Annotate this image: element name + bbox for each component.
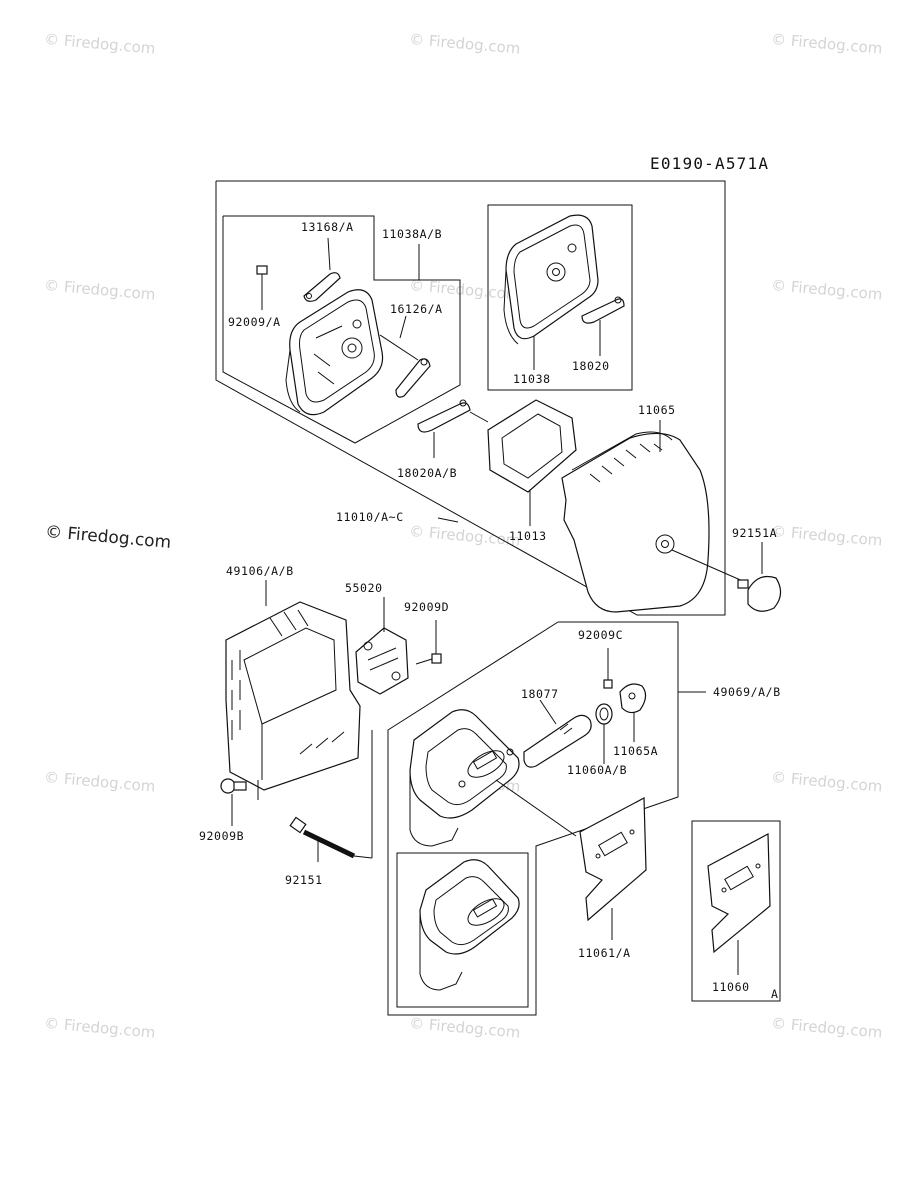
part-label-18077: 18077 (521, 687, 559, 701)
part-label-11013: 11013 (509, 529, 547, 543)
cover-alt-frame (487, 204, 633, 391)
gasket-11060-part (707, 833, 771, 975)
part-label-92009b: 92009B (199, 829, 245, 843)
part-label-55020: 55020 (345, 581, 383, 595)
screw-92009c-part (603, 648, 613, 689)
screw-92009-part (256, 265, 268, 310)
cover-subassembly-frame (222, 215, 461, 444)
clip-13168-part (303, 272, 341, 302)
part-label-92151a: 92151A (732, 526, 778, 540)
lever-16126-part (379, 334, 431, 398)
cover-slots (231, 609, 345, 755)
air-cleaner-cover-alt-part (503, 214, 599, 370)
muffler-assembly-frame (387, 621, 679, 1016)
gasket-ring-part (595, 703, 613, 764)
part-label-11061: 11061/A (578, 946, 631, 960)
part-label-18020ab: 18020A/B (397, 466, 458, 480)
diagram-code: E0190-A571A (650, 154, 770, 173)
exhaust-pipe-part (523, 699, 592, 768)
bolt-92151-part (289, 730, 373, 862)
bolt-92009b-part (220, 778, 247, 826)
screw-92009d-part (415, 620, 442, 665)
part-label-49106: 49106/A/B (226, 564, 294, 578)
part-label-92009d: 92009D (404, 600, 450, 614)
air-filter-element-part (487, 399, 577, 526)
gasket-alt-frame (691, 820, 781, 1002)
part-label-11060: 11060 (712, 980, 750, 994)
muffler-alt-part (419, 859, 520, 991)
bracket-18020ab-part (417, 399, 489, 458)
part-label-11010: 11010/A~C (336, 510, 404, 524)
part-label-11038: 11038 (513, 372, 551, 386)
outer-assembly-frame (215, 180, 726, 616)
muffler-alt-frame (396, 852, 529, 1008)
part-label-11060ab: 11060A/B (567, 763, 628, 777)
part-label-13168: 13168/A (301, 220, 354, 234)
part-label-92009a: 92009/A (228, 315, 281, 329)
part-label-11065a: 11065A (613, 744, 659, 758)
part-label-49069: 49069/A/B (713, 685, 781, 699)
gasket-11061-part (579, 797, 647, 940)
muffler-cover-49106-part (225, 586, 361, 800)
knob-92151a-part (737, 542, 782, 612)
plate-11065a-part (619, 683, 647, 742)
part-label-92009c: 92009C (578, 628, 624, 642)
part-label-92151: 92151 (285, 873, 323, 887)
leader-lines (265, 237, 706, 693)
part-label-11060-suffix: A (771, 987, 779, 1001)
part-label-11065: 11065 (638, 403, 676, 417)
part-label-18020: 18020 (572, 359, 610, 373)
part-label-16126: 16126/A (390, 302, 443, 316)
air-cleaner-cover-part (285, 289, 384, 416)
bracket-18020-part (581, 296, 625, 356)
air-cleaner-housing-part (561, 420, 746, 613)
muffler-part (409, 709, 577, 847)
part-label-11038ab: 11038A/B (382, 227, 443, 241)
spark-arrester-screen-part (355, 612, 409, 695)
